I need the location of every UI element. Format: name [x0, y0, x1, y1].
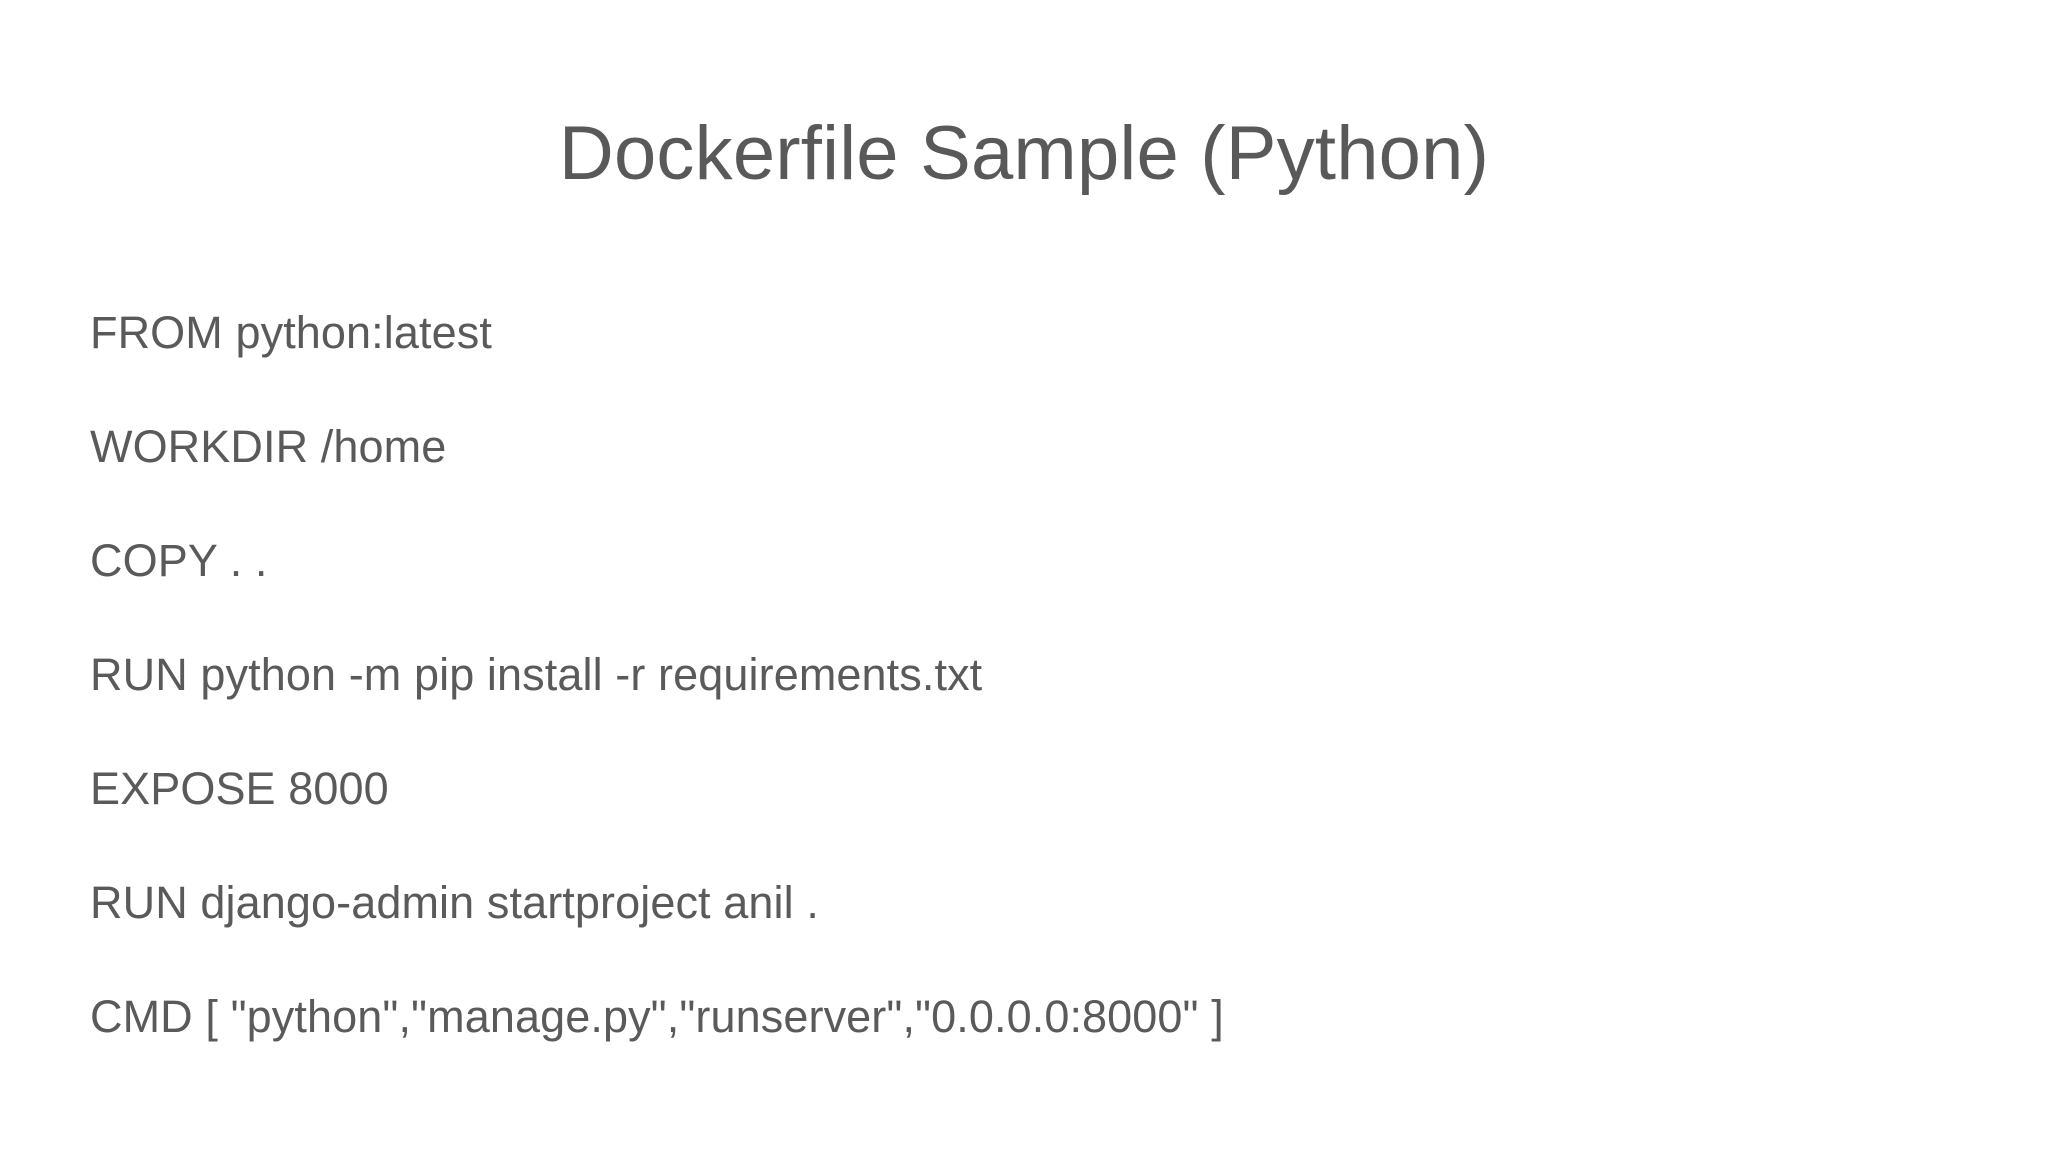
code-line-workdir: WORKDIR /home — [90, 421, 447, 472]
code-line-run-pip: RUN python -m pip install -r requirement… — [90, 649, 983, 700]
code-line-run-django: RUN django-admin startproject anil . — [90, 877, 819, 928]
dockerfile-content: FROM python:latest WORKDIR /home COPY . … — [90, 276, 1970, 1074]
code-line-copy: COPY . . — [90, 535, 268, 586]
code-line-from: FROM python:latest — [90, 307, 492, 358]
code-line-cmd: CMD [ "python","manage.py","runserver","… — [90, 991, 1224, 1042]
code-line-expose: EXPOSE 8000 — [90, 763, 389, 814]
page-title: Dockerfile Sample (Python) — [558, 111, 1490, 196]
